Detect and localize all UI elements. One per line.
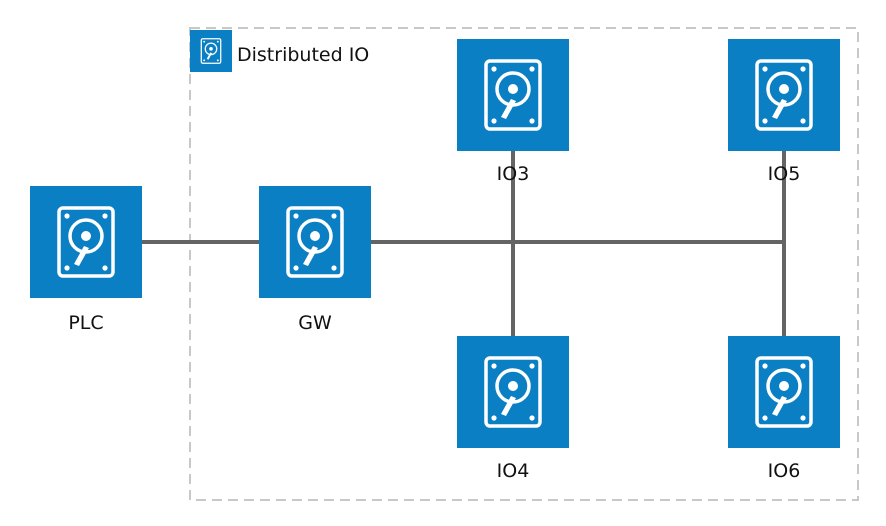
node-gw[interactable]: GW xyxy=(259,186,371,334)
group-icon-bg xyxy=(190,30,232,72)
node-io4-box xyxy=(457,336,569,448)
group-boundary xyxy=(189,27,859,501)
node-label: IO6 xyxy=(768,460,801,482)
node-label: PLC xyxy=(68,312,103,334)
node-io6-box xyxy=(728,336,840,448)
connections xyxy=(142,150,786,336)
node-label: GW xyxy=(298,312,332,334)
node-io3[interactable]: IO3 xyxy=(457,39,569,185)
node-io6[interactable]: IO6 xyxy=(728,336,840,482)
node-io5-box xyxy=(728,39,840,151)
node-io4[interactable]: IO4 xyxy=(457,336,569,482)
group-label: Distributed IO xyxy=(237,44,369,66)
distributed-io-group: Distributed IO xyxy=(189,27,859,501)
node-plc-box xyxy=(30,186,142,298)
node-io3-box xyxy=(457,39,569,151)
node-label: IO3 xyxy=(497,163,530,185)
node-label: IO5 xyxy=(768,163,801,185)
node-io5[interactable]: IO5 xyxy=(728,39,840,185)
node-plc[interactable]: PLC xyxy=(30,186,142,334)
node-gw-box xyxy=(259,186,371,298)
node-label: IO4 xyxy=(497,460,530,482)
